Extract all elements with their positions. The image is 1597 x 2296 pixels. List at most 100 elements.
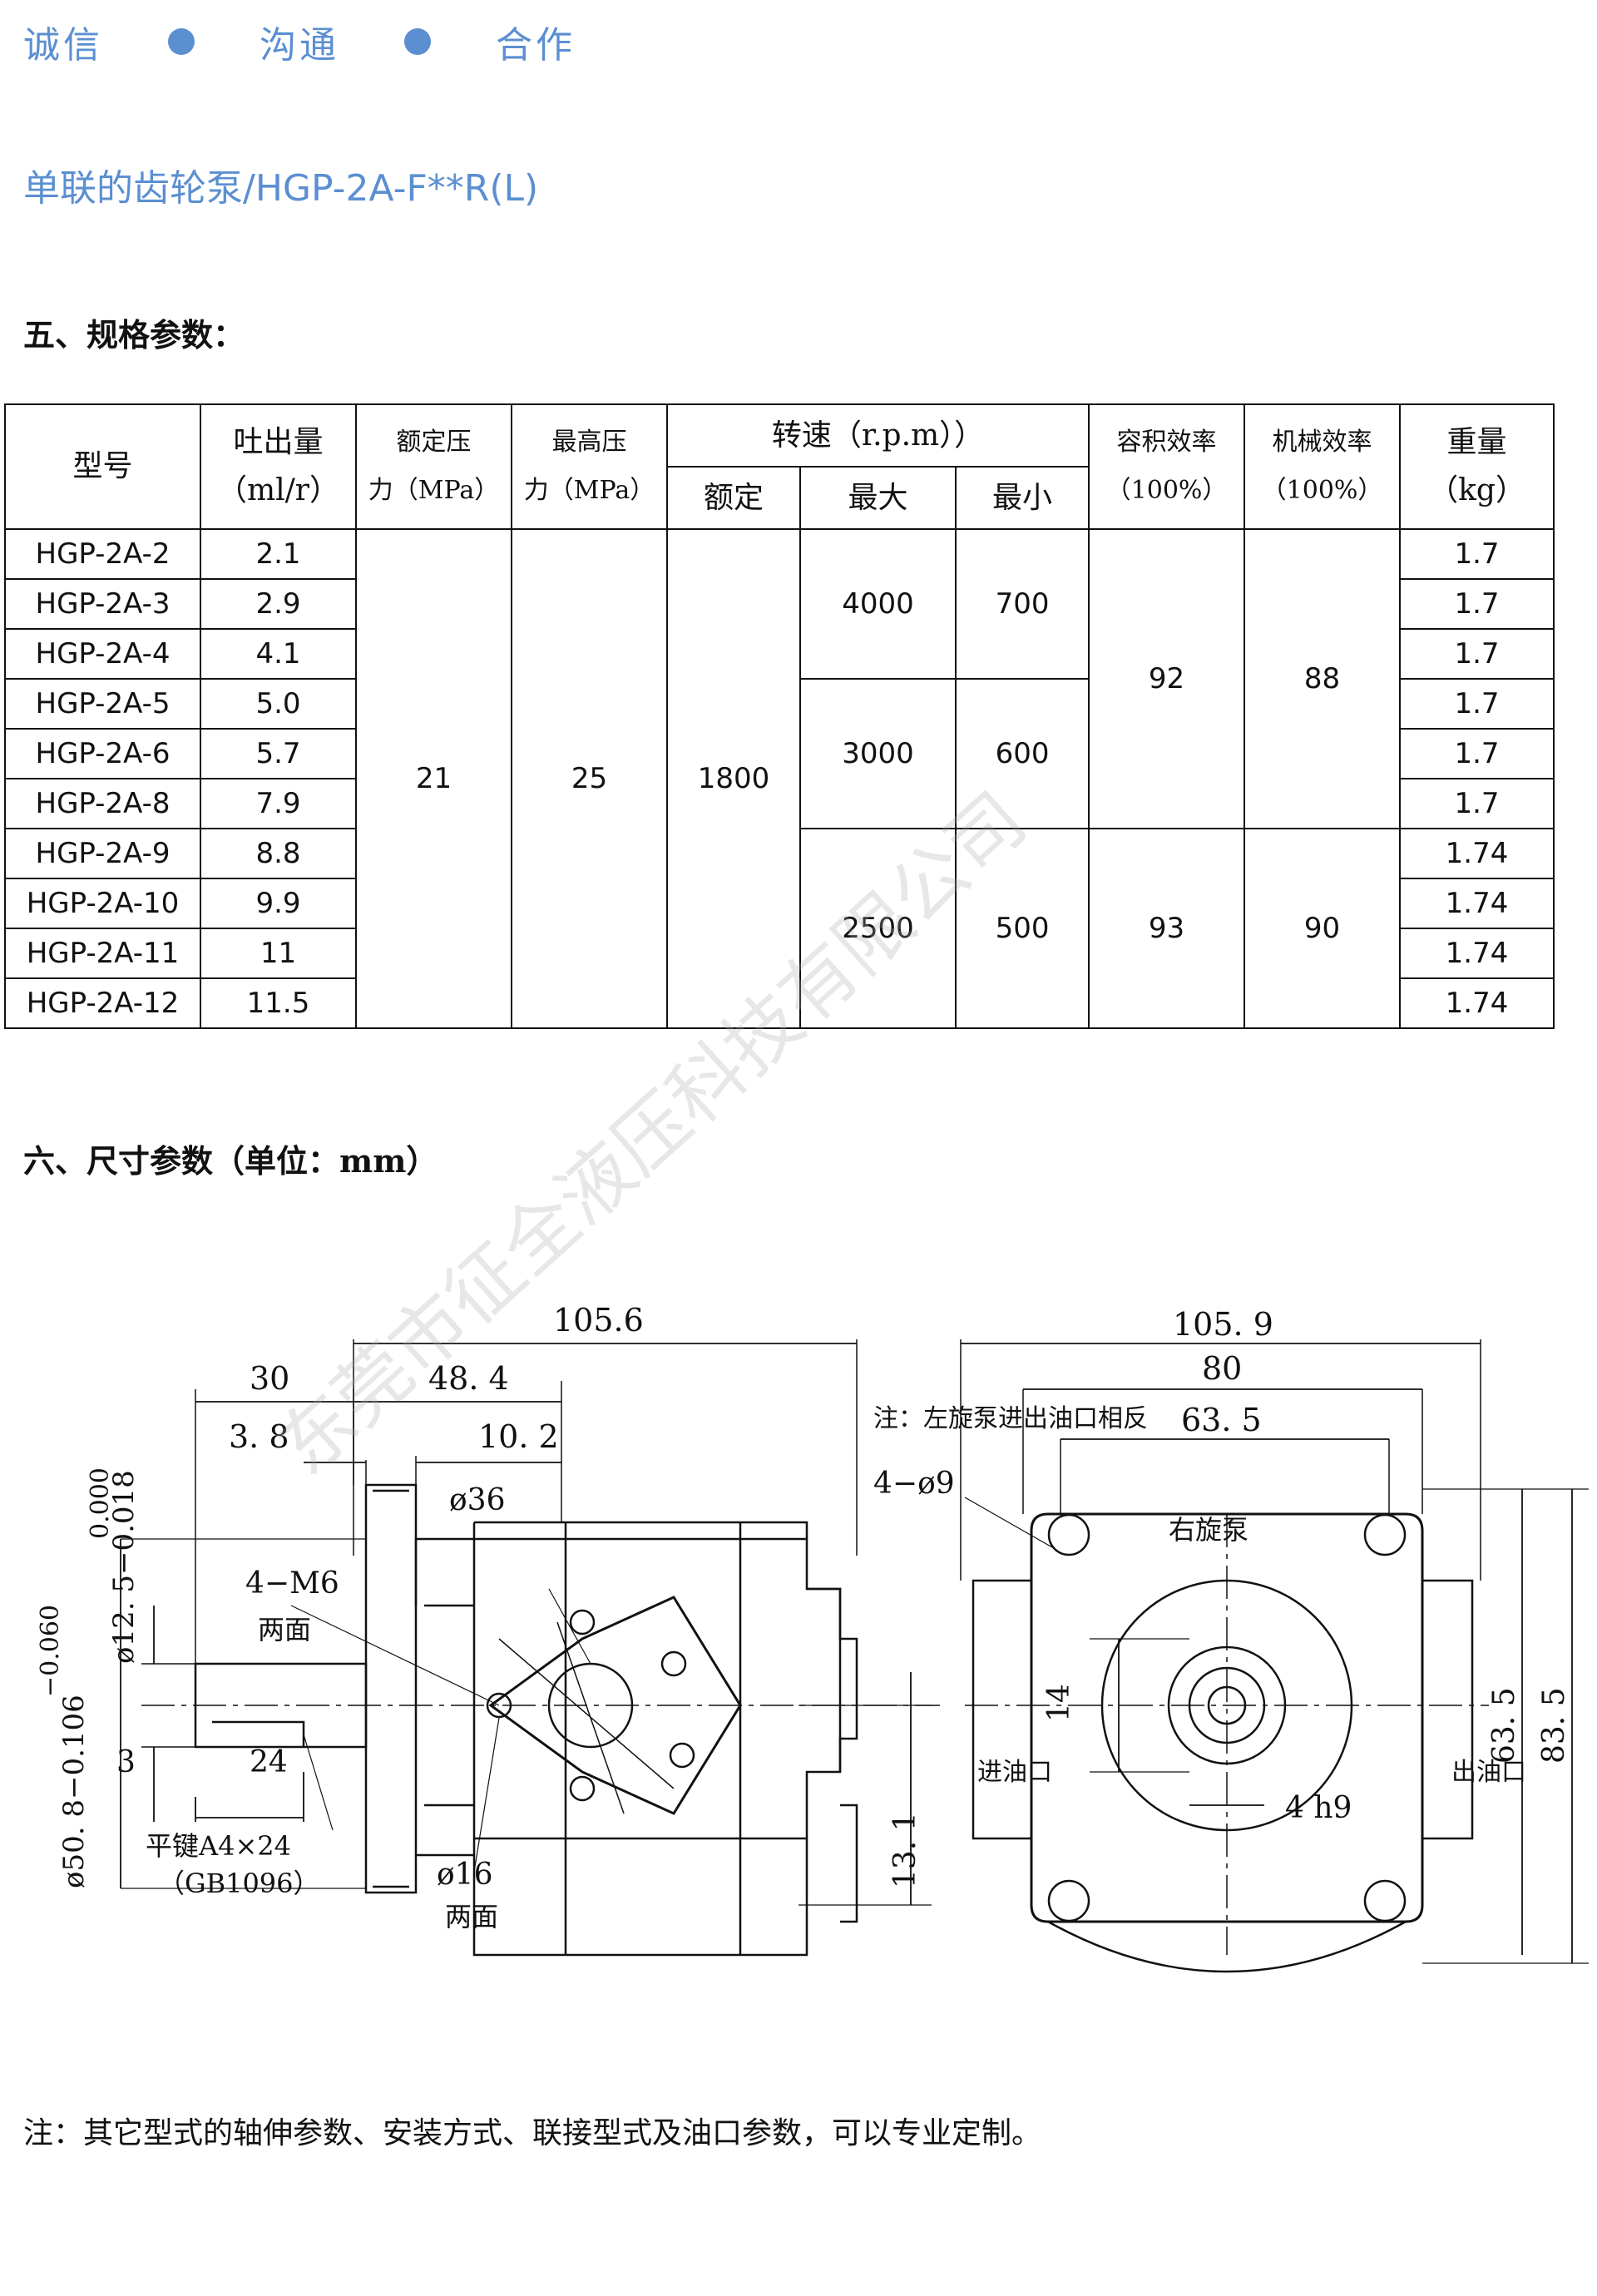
row-weight: 1.74 [1399, 977, 1555, 1029]
row-weight: 1.74 [1399, 928, 1555, 979]
row-model: HGP-2A-9 [4, 828, 201, 879]
vol-eff-value: 92 [1088, 528, 1246, 829]
tagline-communication: 沟通 [260, 24, 339, 67]
header-max-pressure-line2: 力（MPa） [523, 476, 655, 505]
row-model: HGP-2A-2 [4, 528, 201, 580]
header-rated-pressure: 额定压 力（MPa） [355, 403, 512, 530]
speed-min-value: 700 [954, 528, 1090, 680]
header-speed-min: 最小 [954, 466, 1090, 530]
row-displacement: 11 [200, 928, 357, 979]
tagline-dot-icon [404, 28, 431, 55]
header-mech-eff-line2: （100%） [1261, 476, 1383, 505]
shaft-diameter: ø12. 5−0.018 [107, 1470, 141, 1664]
row-model: HGP-2A-3 [4, 578, 201, 630]
spec-section-title: 五、规格参数： [23, 316, 245, 354]
header-rated-pressure-line2: 力（MPa） [368, 476, 500, 505]
row-weight: 1.7 [1399, 678, 1555, 730]
left-rotation-note: 注：左旋泵进出油口相反 [873, 1404, 1148, 1433]
rotation-label: 右旋泵 [1169, 1514, 1248, 1546]
rated-pressure-value: 21 [355, 528, 512, 1029]
speed-max-value: 3000 [799, 678, 957, 829]
row-displacement: 2.1 [200, 528, 357, 580]
dim-80: 80 [1202, 1350, 1242, 1387]
hole-label: 4−ø9 [873, 1467, 955, 1501]
mech-eff-value: 90 [1243, 828, 1402, 1029]
header-vol-eff: 容积效率 （100%） [1088, 403, 1246, 530]
row-weight: 1.7 [1399, 578, 1555, 630]
speed-min-value: 500 [954, 828, 1090, 1029]
vol-eff-value: 93 [1088, 828, 1246, 1029]
dim-48: 48. 4 [428, 1360, 509, 1397]
dim-16: ø16 [437, 1858, 492, 1892]
row-displacement: 5.7 [200, 728, 357, 779]
dim-width-overall: 105. 9 [1173, 1306, 1273, 1343]
speed-min-value: 600 [954, 678, 1090, 829]
row-model: HGP-2A-6 [4, 728, 201, 779]
dim-63-5-width: 63. 5 [1181, 1402, 1262, 1438]
header-speed-max: 最大 [799, 466, 957, 530]
row-weight: 1.7 [1399, 728, 1555, 779]
dim-13-1: 13. 1 [888, 1812, 922, 1888]
header-weight-line2: （kg） [1428, 473, 1525, 507]
row-model: HGP-2A-4 [4, 628, 201, 680]
speed-max-value: 4000 [799, 528, 957, 680]
header-model: 型号 [4, 403, 201, 530]
header-weight: 重量 （kg） [1399, 403, 1555, 530]
dim-24: 24 [250, 1745, 288, 1779]
row-model: HGP-2A-11 [4, 928, 201, 979]
tagline: 诚信 沟通 合作 [23, 15, 576, 68]
header-rated-pressure-line1: 额定压 [396, 428, 472, 457]
spec-table: 型号 吐出量 （ml/r） 额定压 力（MPa） 最高压 力（MPa） 转速（r… [4, 403, 1555, 1029]
outlet-label: 出油口 [1451, 1758, 1526, 1787]
row-model: HGP-2A-10 [4, 878, 201, 929]
row-model: HGP-2A-8 [4, 778, 201, 829]
row-displacement: 2.9 [200, 578, 357, 630]
tagline-cooperation: 合作 [496, 24, 576, 67]
row-weight: 1.7 [1399, 778, 1555, 829]
dim-10-2: 10. 2 [478, 1418, 559, 1455]
inlet-label: 进油口 [977, 1758, 1052, 1787]
key-standard: （GB1096） [158, 1868, 320, 1899]
dim-30: 30 [250, 1360, 289, 1397]
key-label: 平键A4×24 [146, 1830, 291, 1862]
d16-both-sides: 两面 [445, 1901, 498, 1932]
dimension-section-title: 六、尺寸参数（单位：mm） [23, 1142, 438, 1180]
dim-63-5-height: 63. 5 [1487, 1687, 1521, 1764]
dim-14: 14 [1042, 1684, 1076, 1722]
m6-both-sides: 两面 [258, 1614, 311, 1645]
dim-36: ø36 [449, 1483, 505, 1517]
header-speed-rated: 额定 [666, 466, 801, 530]
row-weight: 1.7 [1399, 628, 1555, 680]
header-displacement: 吐出量 （ml/r） [200, 403, 357, 530]
speed-max-value: 2500 [799, 828, 957, 1029]
dim-3-8: 3. 8 [229, 1418, 289, 1455]
row-displacement: 9.9 [200, 878, 357, 929]
header-vol-eff-line2: （100%） [1105, 476, 1228, 505]
header-vol-eff-line1: 容积效率 [1116, 428, 1217, 457]
row-displacement: 5.0 [200, 678, 357, 730]
dim-3: 3 [116, 1745, 136, 1779]
m6-label: 4−M6 [245, 1566, 339, 1601]
mech-eff-value: 88 [1243, 528, 1402, 829]
rated-speed-value: 1800 [666, 528, 801, 1029]
footer-note: 注：其它型式的轴伸参数、安装方式、联接型式及油口参数，可以专业定制。 [23, 2116, 1042, 2150]
page-title: 单联的齿轮泵/HGP-2A-F**R(L) [23, 167, 539, 210]
row-displacement: 4.1 [200, 628, 357, 680]
header-mech-eff: 机械效率 （100%） [1243, 403, 1402, 530]
header-max-pressure-line1: 最高压 [551, 428, 627, 457]
header-displacement-line1: 吐出量 [233, 425, 324, 459]
row-weight: 1.7 [1399, 528, 1555, 580]
header-weight-line1: 重量 [1446, 425, 1507, 459]
header-mech-eff-line1: 机械效率 [1272, 428, 1372, 457]
header-speed: 转速（r.p.m）） [665, 403, 1090, 468]
pilot-tolerance: −0.060 [36, 1605, 65, 1697]
row-model: HGP-2A-5 [4, 678, 201, 730]
row-weight: 1.74 [1399, 878, 1555, 929]
shaft-tolerance-top: 0.000 [86, 1467, 115, 1539]
tagline-dot-icon [168, 28, 195, 55]
header-displacement-line2: （ml/r） [217, 473, 339, 507]
row-displacement: 8.8 [200, 828, 357, 879]
row-displacement: 11.5 [200, 977, 357, 1029]
key-width: 4 h9 [1285, 1791, 1352, 1825]
dimension-drawing: 105.6 30 48. 4 3. 8 10. 2 注：左旋泵进出油口相反 4−… [36, 1302, 1589, 1973]
